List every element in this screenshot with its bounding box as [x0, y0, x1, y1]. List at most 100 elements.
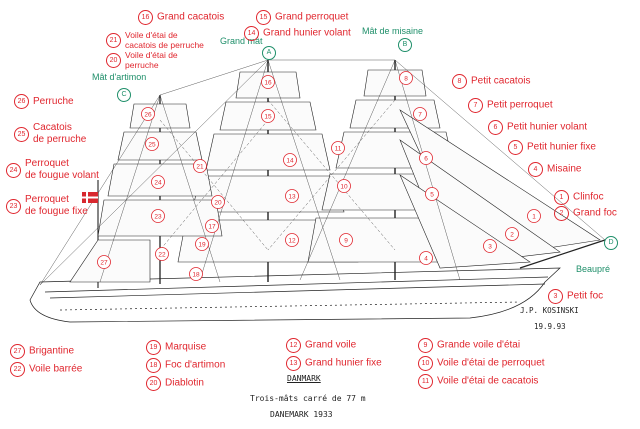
- legend-number: 4: [528, 162, 543, 177]
- caption-footer: DANEMARK 1933: [270, 410, 333, 419]
- mast-label-mat-artimon: Mât d'artimon: [92, 72, 147, 82]
- sail-marker-number: 8: [404, 76, 408, 83]
- mast-code-d: D: [604, 236, 618, 250]
- legend-text-line2: de perruche: [33, 134, 87, 145]
- sail-marker-number: 3: [488, 244, 492, 251]
- sail-marker-circle: [505, 227, 519, 241]
- legend-item: 10 Voile d'étai de perroquet: [418, 356, 545, 371]
- legend-number: 6: [488, 120, 503, 135]
- mast-label-beaupre: Beaupré: [576, 264, 611, 274]
- legend-text-line2: de fougue volant: [25, 170, 99, 181]
- legend-text: Petit hunier volant: [507, 121, 588, 133]
- sail-marker-circle: [261, 109, 275, 123]
- mast-code-b: B: [398, 38, 412, 52]
- sail-marker-number: 16: [264, 80, 272, 87]
- legend-number: 5: [508, 140, 523, 155]
- sail-marker-circle: [145, 137, 159, 151]
- sail-marker-circle: [285, 189, 299, 203]
- sail-marker-circle: [193, 159, 207, 173]
- mast-code-c: C: [117, 88, 131, 102]
- sail-marker-number: 25: [148, 142, 156, 149]
- legend-text-line1: Cacatois: [33, 122, 72, 133]
- sail-marker-number: 27: [100, 260, 108, 267]
- legend-text-line2: de fougue fixe: [25, 206, 88, 217]
- mast-code-a: A: [262, 46, 276, 60]
- sail-marker-number: 15: [264, 114, 272, 121]
- sail-marker-circle: [151, 209, 165, 223]
- legend-text: Petit hunier fixe: [527, 141, 596, 153]
- legend-number: 20: [106, 52, 121, 68]
- legend-number: 13: [286, 356, 301, 371]
- legend-text: Grand hunier volant: [263, 27, 351, 39]
- legend-text: Grand foc: [573, 207, 617, 219]
- legend-item: 11 Voile d'étai de cacatois: [418, 374, 538, 389]
- sail-marker-circle: [331, 141, 345, 155]
- sail-marker-circle: [261, 75, 275, 89]
- legend-item: 4 Misaine: [528, 162, 581, 177]
- sail-marker-number: 11: [335, 146, 342, 153]
- sail-marker-circle: [151, 175, 165, 189]
- legend-number: 9: [418, 338, 433, 353]
- sail-marker-number: 12: [288, 238, 296, 245]
- legend-text-line2: cacatois de perruche: [125, 40, 204, 50]
- legend-item: 5 Petit hunier fixe: [508, 140, 596, 155]
- rigging: [39, 59, 606, 286]
- legend-item: 27 Brigantine: [10, 344, 74, 359]
- sail-marker-number: 22: [158, 252, 166, 259]
- sail-marker-circle: [413, 107, 427, 121]
- legend-text: Brigantine: [29, 345, 75, 357]
- legend-number: 16: [138, 10, 153, 25]
- sail-marker-number: 4: [424, 256, 428, 263]
- legend-number: 8: [452, 74, 467, 89]
- legend-text: Marquise: [165, 341, 207, 353]
- sail-number-markers: 1615141312876542625242327222120191817111…: [97, 71, 541, 281]
- legend-number: 25: [14, 126, 29, 142]
- legend-text: Misaine: [547, 163, 582, 175]
- sail-marker-circle: [155, 247, 169, 261]
- signature-date: 19.9.93: [534, 322, 566, 331]
- sail-marker-circle: [97, 255, 111, 269]
- legend-text: Grand perroquet: [275, 11, 349, 23]
- legend-text-line1: Perroquet: [25, 158, 69, 169]
- sail-marker-number: 1: [532, 214, 536, 221]
- legend-number: 22: [10, 362, 25, 377]
- sail-marker-number: 21: [196, 164, 204, 171]
- sail-marker-circle: [141, 107, 155, 121]
- sail-marker-circle: [337, 179, 351, 193]
- legend-number: 11: [418, 374, 433, 389]
- sail-marker-circle: [285, 233, 299, 247]
- legend-text: Grand hunier fixe: [305, 357, 382, 369]
- legend-number: 24: [6, 162, 21, 178]
- legend-number: 10: [418, 356, 433, 371]
- sail-marker-circle: [425, 187, 439, 201]
- sail-marker-number: 5: [430, 192, 434, 199]
- main-mast-sails: [177, 71, 359, 263]
- legend-text: Voile d'étai de cacatois: [437, 375, 539, 387]
- legend-text-line1: Voile d'étai de: [125, 30, 178, 40]
- sail-marker-circle: [205, 219, 219, 233]
- legend-text: Petit perroquet: [487, 99, 553, 111]
- legend-number: 27: [10, 344, 25, 359]
- legend-number: 23: [6, 198, 21, 214]
- sail-marker-number: 2: [510, 232, 514, 239]
- legend-text: Voile d'étai de perroquet: [437, 357, 545, 369]
- sail-marker-number: 13: [288, 194, 296, 201]
- sail-marker-number: 9: [344, 238, 348, 245]
- legend-text: Grande voile d'étai: [437, 339, 521, 351]
- sail-marker-number: 26: [144, 112, 152, 119]
